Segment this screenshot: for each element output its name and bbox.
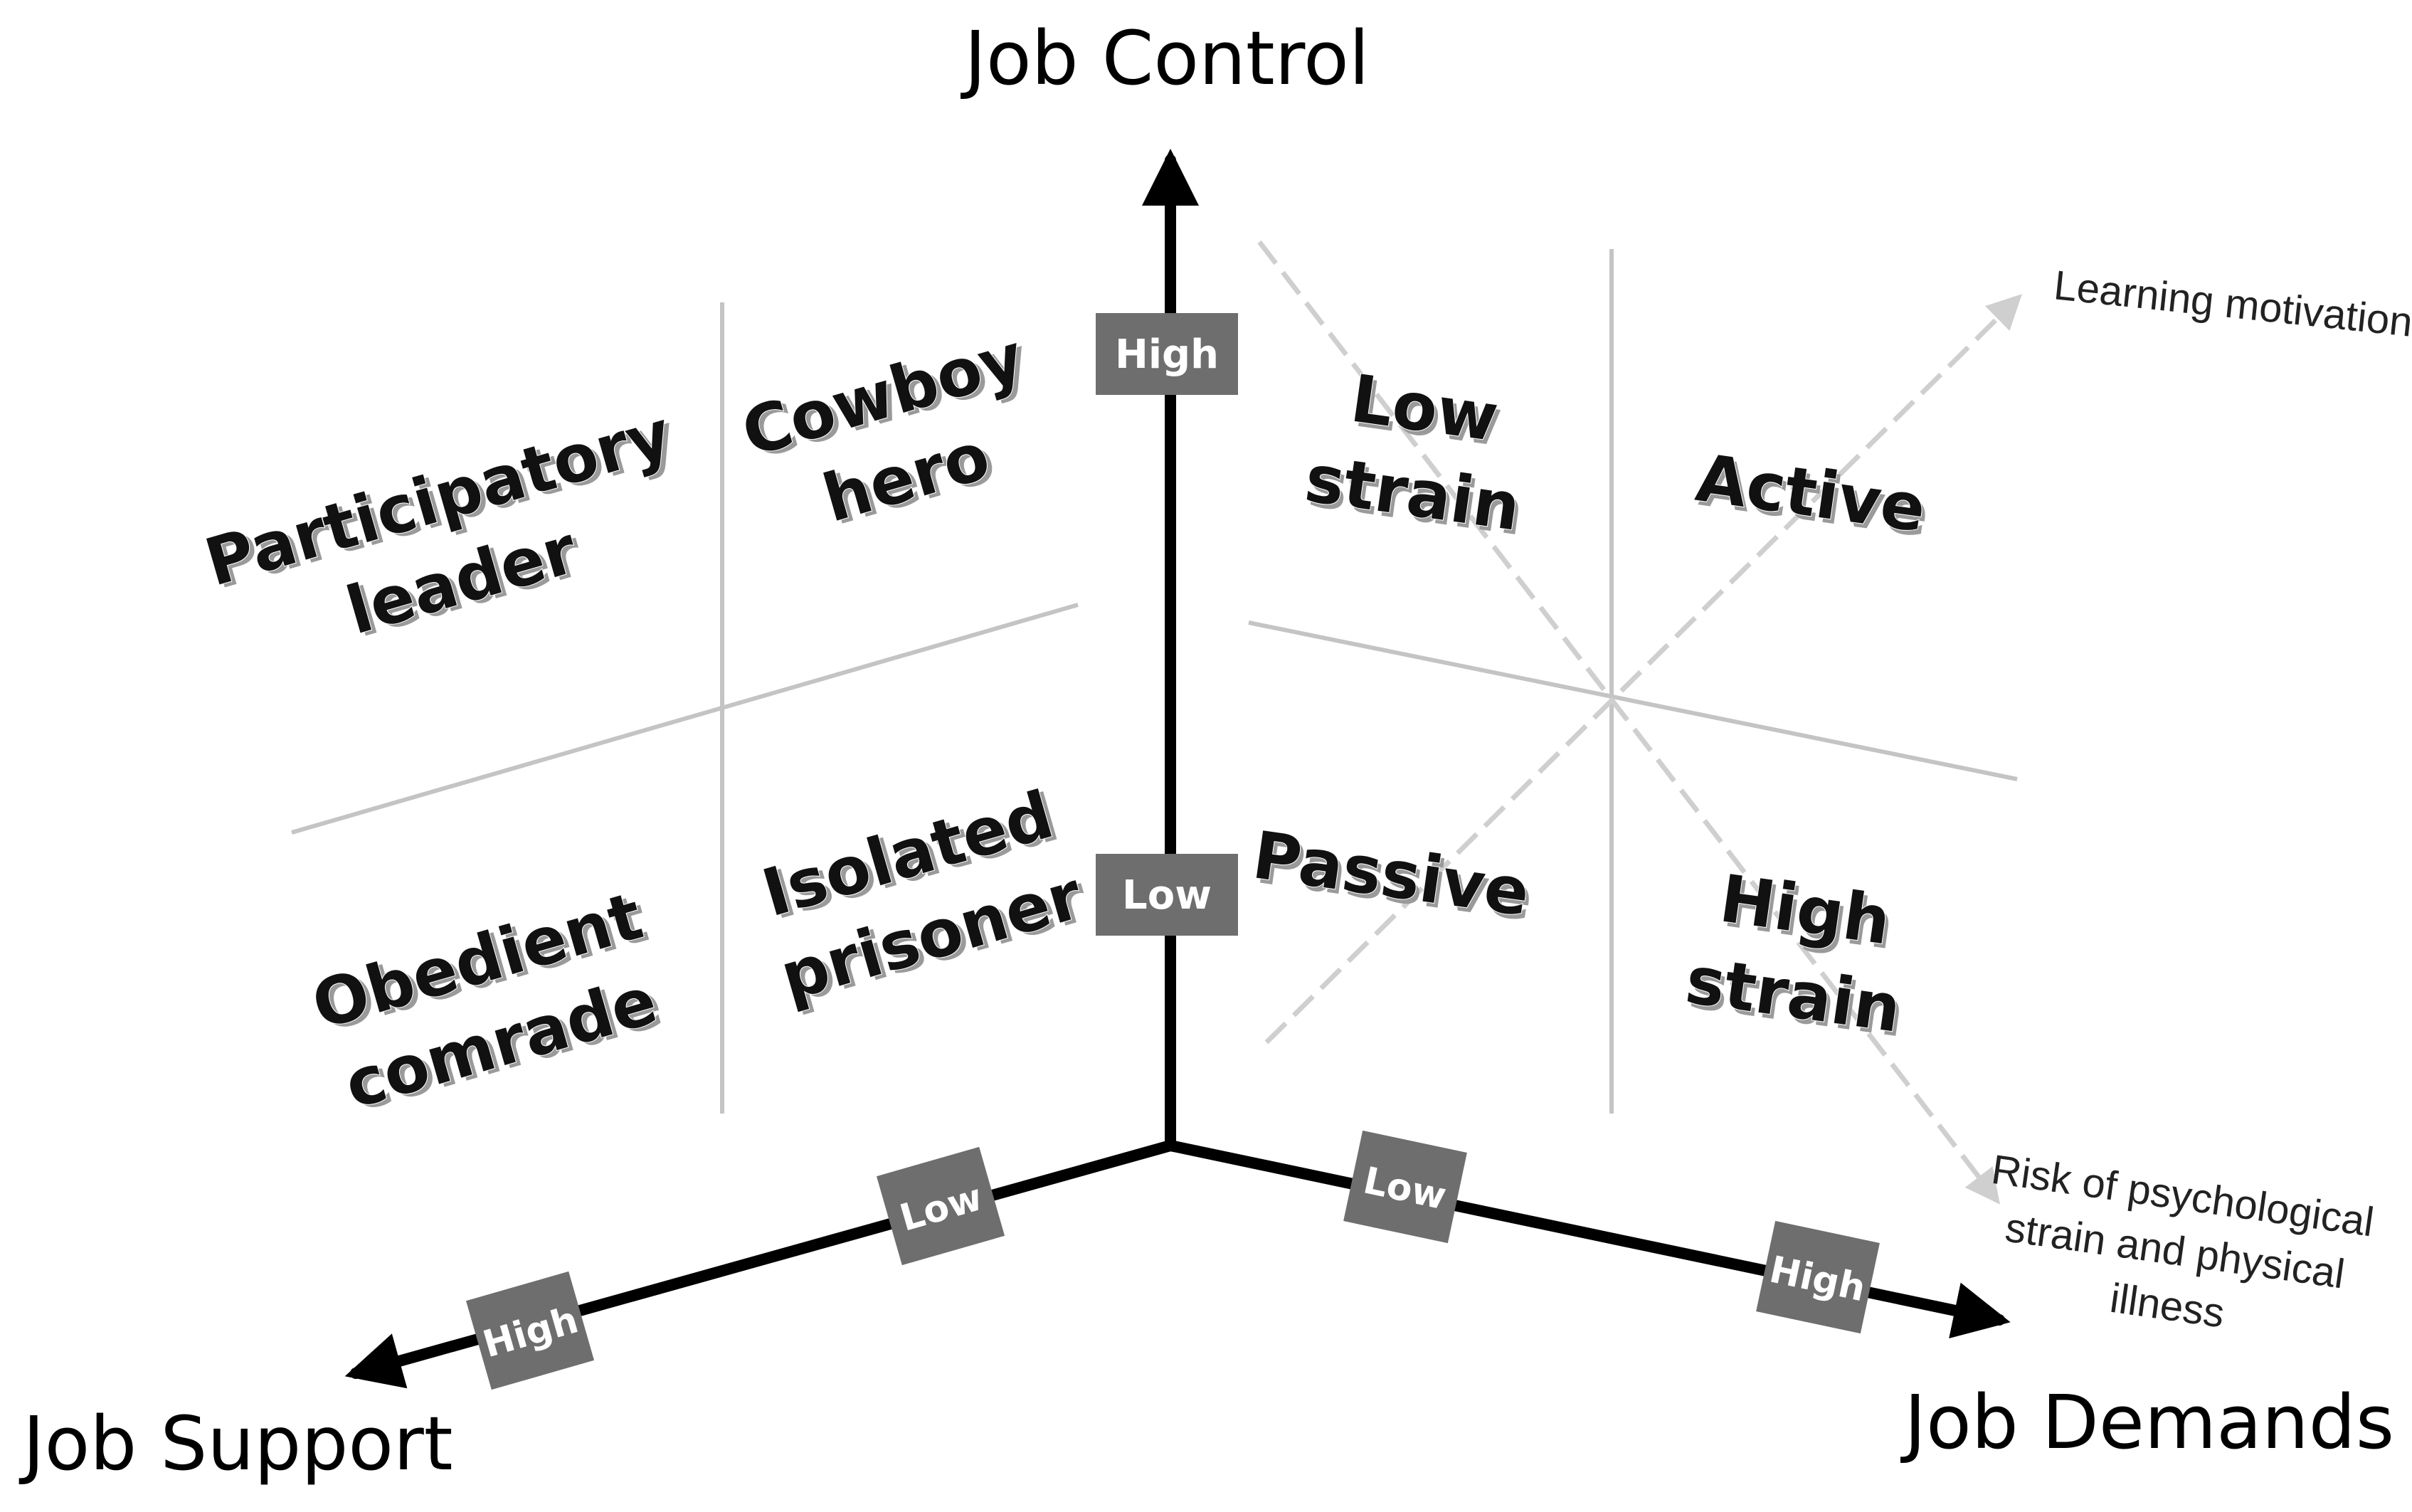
- diagonal-arrows: [1257, 240, 2022, 1205]
- risk-note: Risk of psychological strain and physica…: [1989, 1146, 2376, 1337]
- quadrant-participatory-leader: Participatory leader Participatory leade…: [196, 395, 684, 652]
- quadrant-isolated-prisoner: Isolated prisoner Isolated prisoner: [753, 776, 1096, 1018]
- control-high-tag: High: [1096, 313, 1238, 395]
- demands-low-tag: Low: [1343, 1130, 1467, 1244]
- quadrant-high-strain: High strain High strain: [1681, 860, 1909, 1052]
- quadrant-cowboy-hero: Cowboy hero Cowboy hero: [734, 318, 1037, 540]
- learning-motivation-note: Learning motivation: [2052, 262, 2412, 346]
- support-axis-title: Job Support: [18, 1400, 453, 1487]
- left-horizontal-divider: [291, 603, 1079, 835]
- right-horizontal-divider: [1248, 620, 2018, 781]
- learning-motivation-arrow: [1264, 294, 2022, 1045]
- support-low-tag: Low: [876, 1146, 1005, 1266]
- demands-high-tag: High: [1756, 1220, 1880, 1334]
- risk-line-3: illness: [2107, 1275, 2228, 1337]
- left-plane-grid: [291, 302, 1079, 1114]
- active-line-1: Active: [1692, 440, 1930, 547]
- right-plane-grid: [1248, 249, 2018, 1114]
- quadrant-low-strain: Low strain Low strain: [1300, 360, 1528, 551]
- high-strain-line-1: High: [1715, 860, 1895, 959]
- control-low-label: Low: [1122, 872, 1212, 919]
- risk-strain-arrow: [1257, 240, 2000, 1205]
- control-low-tag: Low: [1096, 854, 1238, 936]
- support-high-tag: High: [465, 1271, 595, 1390]
- quadrant-active: Active Active: [1691, 439, 1934, 552]
- quadrant-obedient-comrade: Obedient comrade Obedient comrade: [303, 877, 670, 1127]
- control-axis-title: Job Control: [960, 15, 1369, 102]
- control-high-label: High: [1115, 332, 1219, 378]
- demands-axis-title: Job Demands: [1900, 1379, 2394, 1466]
- learning-motivation-text: Learning motivation: [2052, 262, 2412, 346]
- demands-axis: [1165, 1140, 2011, 1338]
